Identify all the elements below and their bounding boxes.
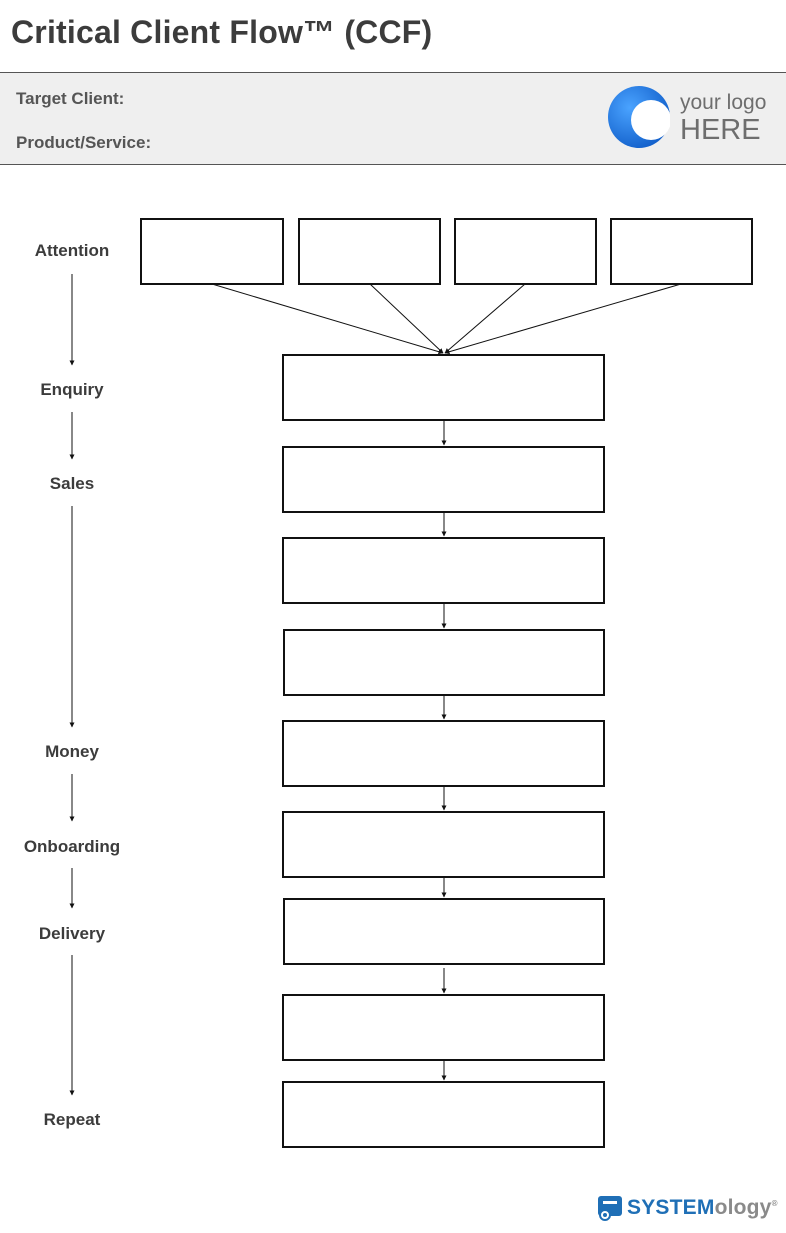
stage-label-onboarding: Onboarding bbox=[24, 837, 120, 856]
registered-mark: ® bbox=[771, 1199, 778, 1208]
attention-box-1[interactable] bbox=[140, 218, 284, 285]
systemology-logo-icon bbox=[598, 1196, 622, 1221]
connector-arrow bbox=[369, 283, 444, 354]
stage-label-enquiry: Enquiry bbox=[40, 380, 104, 399]
brand-light: ology bbox=[714, 1196, 772, 1219]
flow-box-6[interactable] bbox=[282, 811, 605, 878]
attention-box-2[interactable] bbox=[298, 218, 441, 285]
logo-text-line1: your logo bbox=[680, 91, 767, 114]
attention-box-3[interactable] bbox=[454, 218, 597, 285]
stage-label-repeat: Repeat bbox=[44, 1110, 101, 1129]
logo-placeholder-icon bbox=[608, 86, 670, 148]
stage-label-money: Money bbox=[45, 742, 99, 761]
flow-box-5[interactable] bbox=[282, 720, 605, 787]
product-service-label: Product/Service: bbox=[16, 133, 152, 152]
connector-arrow bbox=[444, 283, 682, 355]
page-title: Critical Client Flow™ (CCF) bbox=[11, 14, 433, 50]
flow-box-3[interactable] bbox=[282, 537, 605, 604]
stage-label-delivery: Delivery bbox=[39, 924, 106, 943]
logo-text-line2: HERE bbox=[680, 114, 761, 146]
attention-box-4[interactable] bbox=[610, 218, 753, 285]
connector-arrow bbox=[444, 283, 526, 354]
flow-box-1[interactable] bbox=[282, 354, 605, 421]
flow-box-8[interactable] bbox=[282, 994, 605, 1061]
flow-box-4[interactable] bbox=[283, 629, 605, 696]
stage-label-attention: Attention bbox=[35, 241, 110, 260]
flow-box-7[interactable] bbox=[283, 898, 605, 965]
flow-box-9[interactable] bbox=[282, 1081, 605, 1148]
brand-strong: SYSTEM bbox=[627, 1196, 715, 1219]
client-info-band: Target Client: Product/Service: your log… bbox=[0, 72, 786, 165]
stage-label-sales: Sales bbox=[50, 474, 94, 493]
systemology-brand: SYSTEMology® bbox=[627, 1196, 778, 1220]
flow-box-2[interactable] bbox=[282, 446, 605, 513]
connector-arrow bbox=[211, 283, 444, 355]
target-client-label: Target Client: bbox=[16, 89, 125, 108]
